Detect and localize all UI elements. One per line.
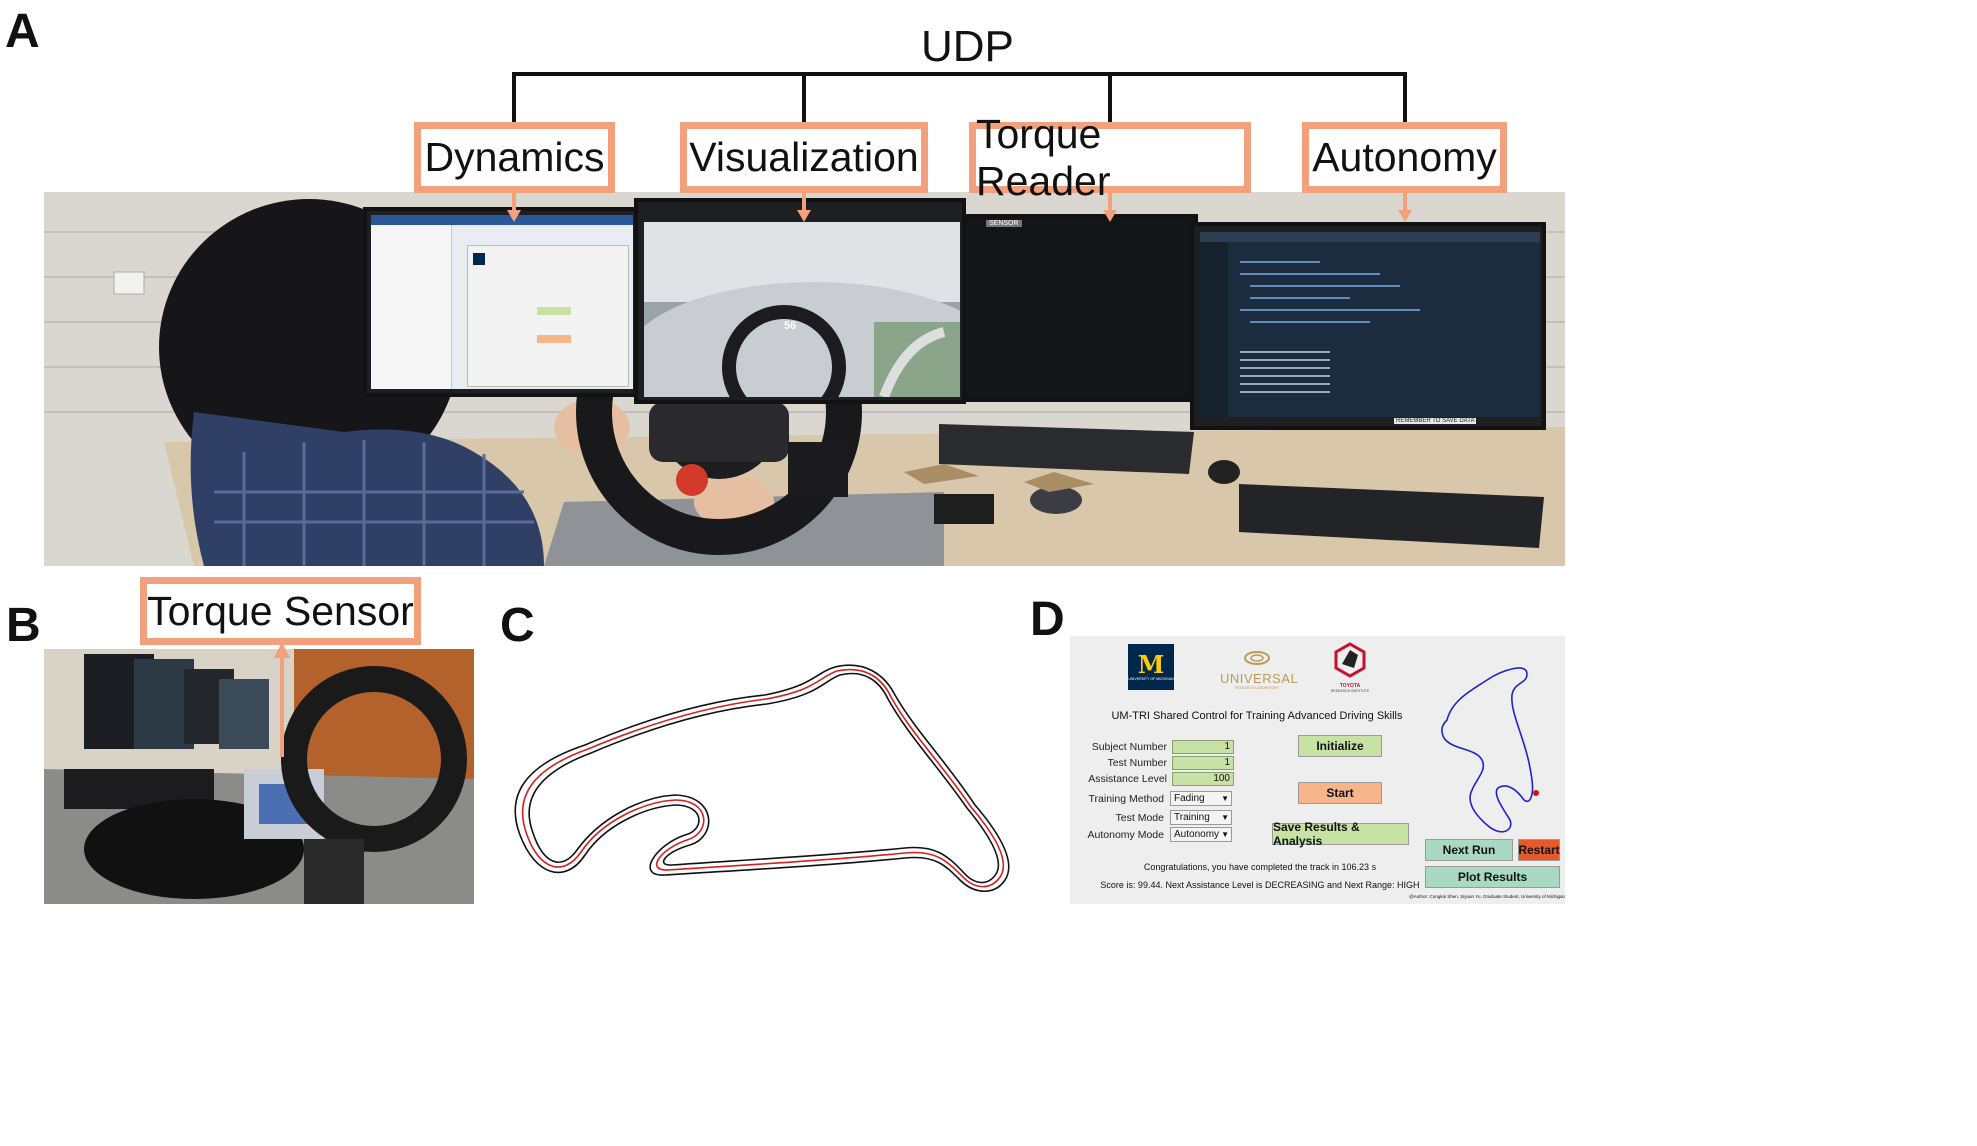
gui-track-plot: [1441, 667, 1539, 833]
module-visualization: Visualization: [680, 122, 928, 193]
sensor-sticker: SENSOR: [986, 220, 1022, 227]
universal-logo-sub: RESEARCH LABORATORY: [1235, 686, 1279, 690]
udp-bus-lines: [512, 72, 1407, 126]
module-dynamics-label: Dynamics: [424, 134, 605, 180]
subject-number-label: Subject Number: [1091, 741, 1167, 753]
training-gui-window: M UNIVERSITY OF MICHIGAN UNIVERSAL RESEA…: [1070, 636, 1565, 904]
module-torque-reader-label: Torque Reader: [976, 110, 1111, 204]
panel-label-b: B: [6, 599, 41, 652]
test-mode-select[interactable]: Training: [1170, 810, 1232, 825]
autonomy-monitor: REMEMBER TO SAVE DATA: [1190, 222, 1546, 430]
toyota-hex-icon: [1334, 642, 1366, 678]
status-line-2: Score is: 99.44. Next Assistance Level i…: [1100, 880, 1420, 890]
vehicle-position-dot: [1533, 790, 1539, 796]
next-run-button[interactable]: Next Run: [1425, 839, 1513, 861]
author-credit: @Author: Congkai Shen, Siyuan Yu, Gradua…: [1409, 894, 1565, 899]
status-line-1: Congratulations, you have completed the …: [1143, 862, 1377, 872]
universal-logo-text: UNIVERSAL: [1220, 671, 1299, 686]
track-inner-edge: [528, 672, 1000, 884]
universal-logo: UNIVERSAL RESEARCH LABORATORY: [1220, 650, 1299, 690]
dynamics-screen: [371, 215, 633, 389]
track-outer-edge: [514, 664, 1010, 893]
code-editor-screen: [1200, 232, 1540, 417]
race-track-diagram: [514, 664, 1010, 893]
toyota-logo-sub: RESEARCH INSTITUTE: [1330, 689, 1370, 693]
initialize-button[interactable]: Initialize: [1298, 735, 1382, 757]
module-torque-reader: Torque Reader: [969, 111, 1251, 204]
michigan-logo-letter: M: [1137, 650, 1165, 679]
toyota-logo: TOYOTA RESEARCH INSTITUTE: [1326, 642, 1374, 693]
torque-sensor-label: Torque Sensor: [147, 587, 414, 634]
test-mode-label: Test Mode: [1115, 812, 1164, 824]
panel-label-a: A: [5, 5, 40, 58]
training-method-select[interactable]: Fading: [1170, 791, 1232, 806]
torque-sensor-arrow: [274, 642, 290, 757]
michigan-logo: M UNIVERSITY OF MICHIGAN: [1128, 644, 1174, 690]
driving-sim-view: 56: [644, 222, 960, 397]
autonomy-mode-select[interactable]: Autonomy: [1170, 827, 1232, 842]
torque-reader-monitor: SENSOR: [962, 214, 1198, 402]
assistance-level-field[interactable]: 100: [1172, 772, 1234, 786]
gui-title: UM-TRI Shared Control for Training Advan…: [1111, 710, 1403, 722]
subject-number-field[interactable]: 1: [1172, 740, 1234, 754]
toyota-logo-text: TOYOTA: [1339, 683, 1361, 689]
torque-sensor-photo: [44, 649, 474, 904]
assistance-level-label: Assistance Level: [1088, 773, 1167, 785]
module-visualization-label: Visualization: [689, 134, 919, 180]
reference-racing-line: [521, 668, 1005, 888]
visualization-monitor: 56: [634, 198, 966, 404]
autonomy-mode-label: Autonomy Mode: [1087, 829, 1164, 841]
module-dynamics: Dynamics: [414, 122, 615, 193]
torque-sensor-label-box: Torque Sensor: [140, 577, 421, 645]
training-method-label: Training Method: [1088, 793, 1164, 805]
plot-results-button[interactable]: Plot Results: [1425, 866, 1560, 888]
universal-swirl-icon: [1244, 651, 1270, 665]
start-button[interactable]: Start: [1298, 782, 1382, 804]
module-autonomy-label: Autonomy: [1312, 134, 1497, 180]
udp-label: UDP: [921, 22, 1014, 71]
dash-speed: 56: [784, 320, 797, 332]
module-arrows: [507, 193, 1412, 222]
michigan-logo-sub: UNIVERSITY OF MICHIGAN: [1128, 677, 1174, 681]
restart-button[interactable]: Restart: [1518, 839, 1560, 861]
test-number-label: Test Number: [1107, 757, 1167, 769]
test-number-field[interactable]: 1: [1172, 756, 1234, 770]
module-autonomy: Autonomy: [1302, 122, 1507, 193]
desk-tag: REMEMBER TO SAVE DATA: [1394, 418, 1477, 424]
panel-label-d: D: [1030, 593, 1065, 646]
rig-scene: [44, 649, 474, 904]
panel-label-c: C: [500, 599, 535, 652]
dynamics-monitor: [363, 207, 640, 397]
save-results-button[interactable]: Save Results & Analysis: [1272, 820, 1409, 848]
